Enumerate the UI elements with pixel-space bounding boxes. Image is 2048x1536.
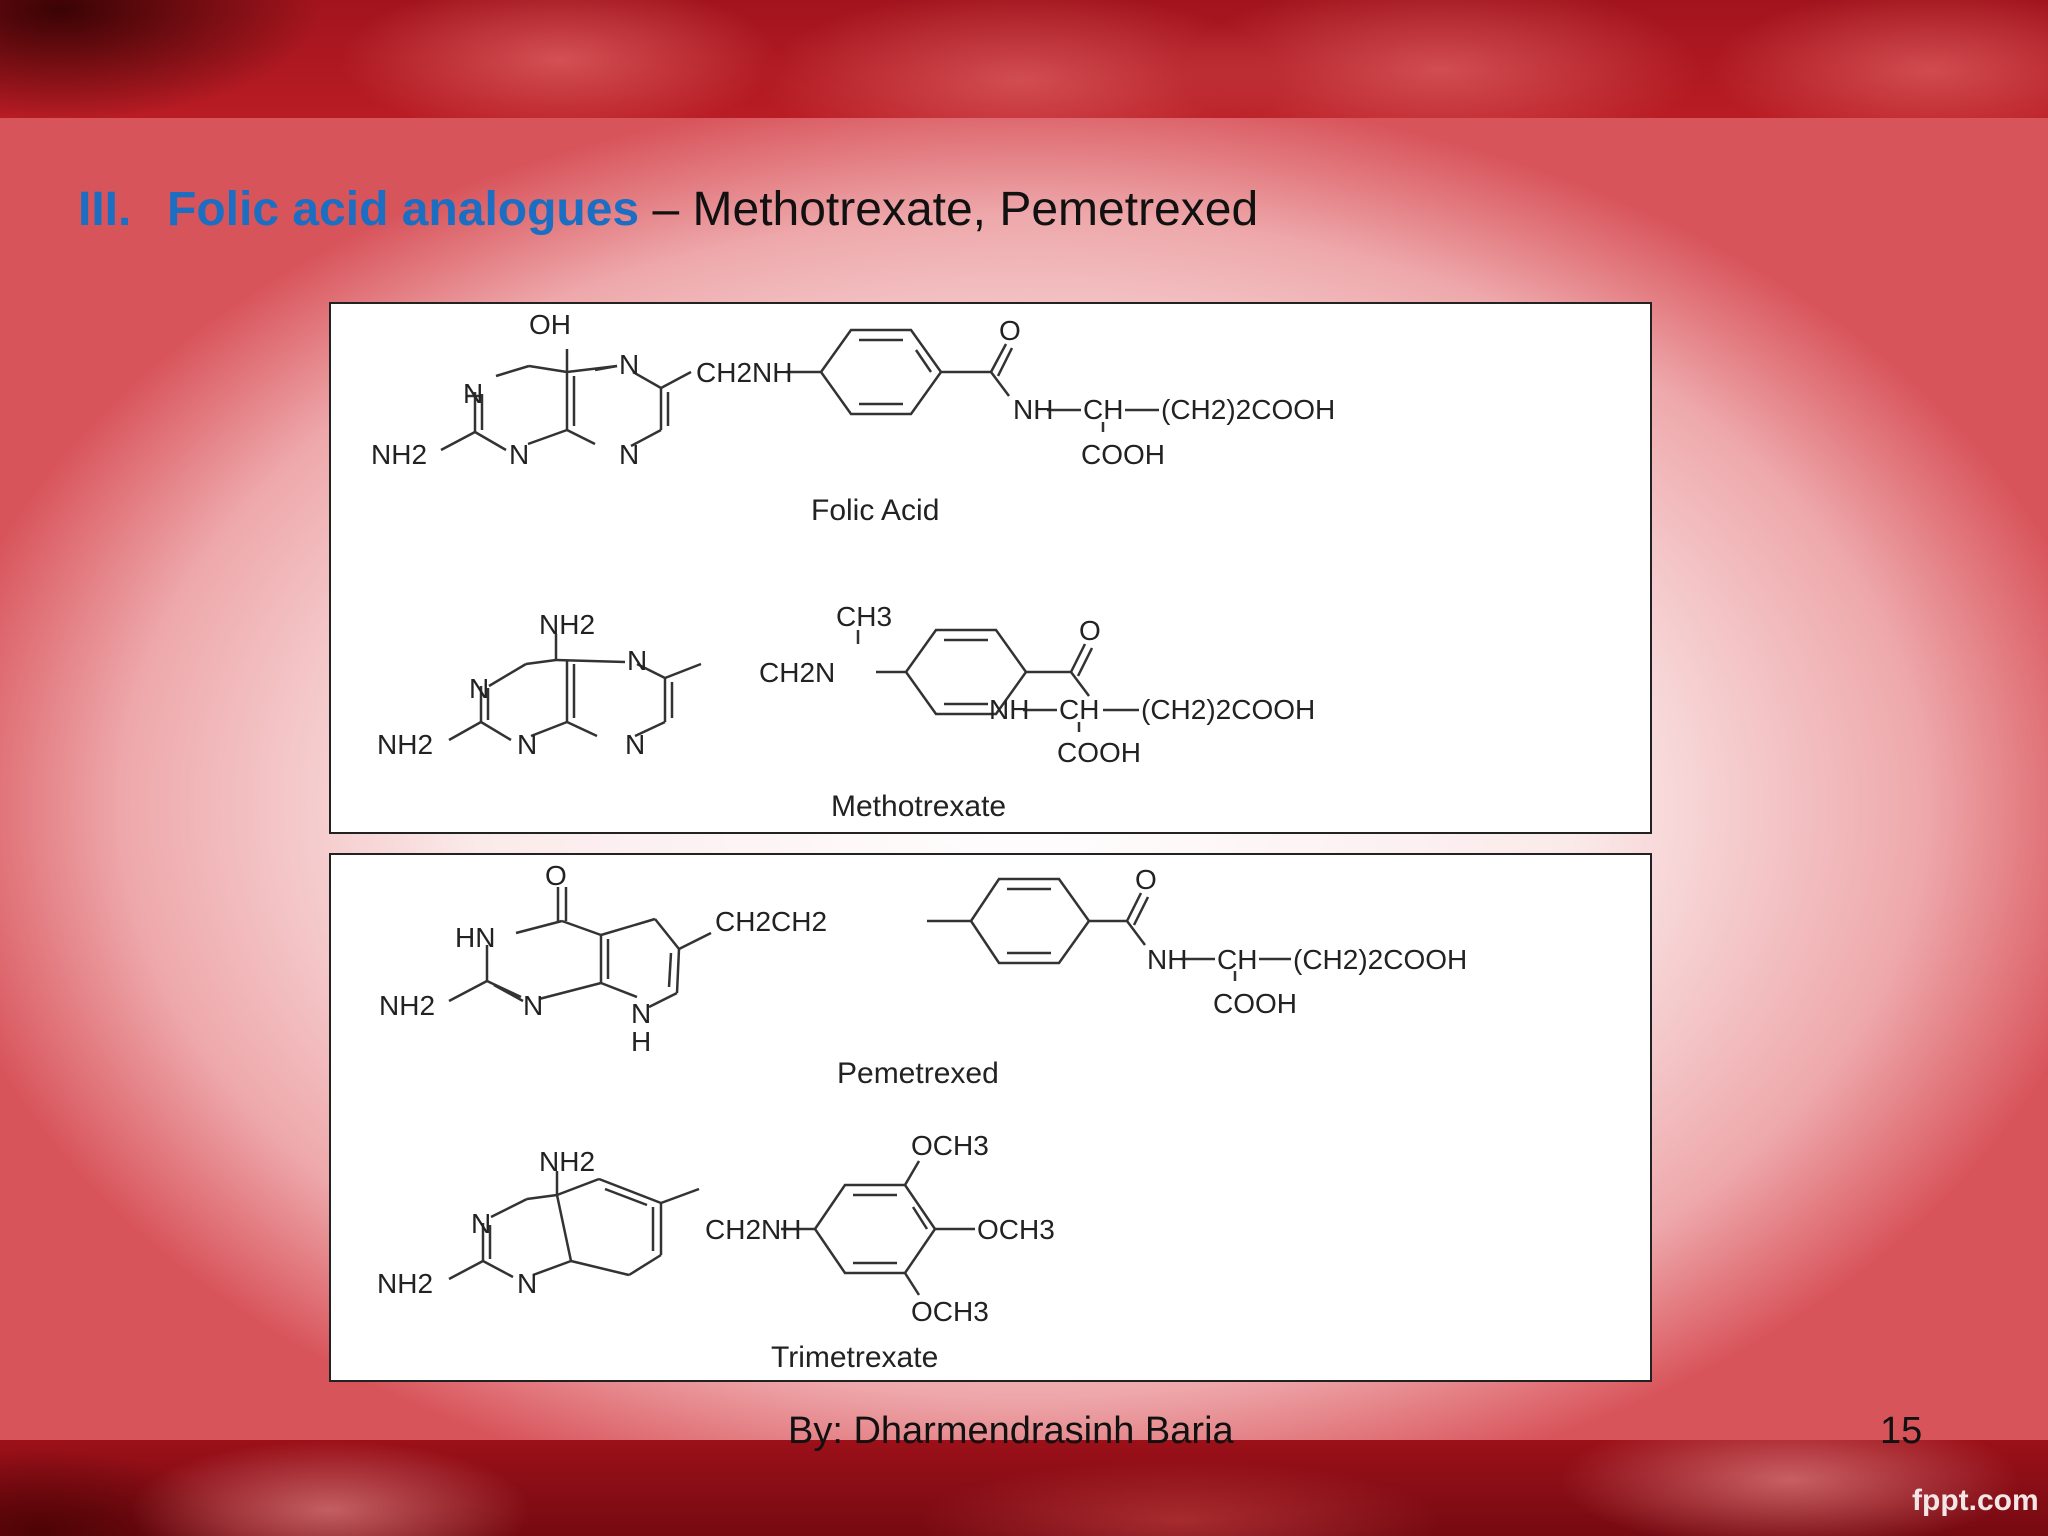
mtx-carbonyl-o: O: [1079, 615, 1101, 646]
structures-panel-bottom: O HN NH2 N N H CH2CH2 O NH CH (CH2)2COOH…: [329, 853, 1652, 1382]
tmx-ring-n2: N: [517, 1268, 537, 1299]
pemetrexed-structure: O HN NH2 N N H CH2CH2 O NH CH (CH2)2COOH…: [379, 860, 1467, 1090]
trimetrexate-structure: NH2 N NH2 N CH2NH OCH3 OCH3 OCH3 Trimetr…: [377, 1130, 1055, 1374]
heading-topic: Folic acid analogues: [167, 183, 640, 236]
footer-decoration: [0, 1440, 2048, 1536]
pem-side-chain: (CH2)2COOH: [1293, 944, 1467, 975]
mtx-amide-nh: NH: [989, 694, 1029, 725]
header-decoration: [0, 0, 2048, 118]
mtx-cooh-label: COOH: [1057, 737, 1141, 768]
mtx-linker-label: CH2N: [759, 657, 835, 688]
mtx-nh2-top: NH2: [539, 609, 595, 640]
tmx-methoxy-top: OCH3: [911, 1130, 989, 1161]
tmx-methoxy-bottom: OCH3: [911, 1296, 989, 1327]
pem-amide-nh: NH: [1147, 944, 1187, 975]
footer-author: By: Dharmendrasinh Baria: [788, 1410, 1234, 1452]
folic-acid-structure: OH N N NH2 N N CH2NH O NH CH (CH2)2COOH …: [371, 309, 1335, 527]
pem-pyrrole-n: N: [631, 998, 651, 1029]
pemetrexed-name: Pemetrexed: [837, 1057, 999, 1090]
pem-pyrrole-h: H: [631, 1026, 651, 1057]
mtx-ch-label: CH: [1059, 694, 1099, 725]
folic-linker-label: CH2NH: [696, 357, 792, 388]
folic-ring-n4: N: [619, 439, 639, 470]
slide-heading: III. Folic acid analogues – Methotrexate,…: [78, 182, 1258, 238]
mtx-ring-n2: N: [627, 645, 647, 676]
mtx-nh2-label: NH2: [377, 729, 433, 760]
methotrexate-name: Methotrexate: [831, 790, 1006, 823]
mtx-ring-n3: N: [517, 729, 537, 760]
heading-dash: –: [652, 183, 680, 236]
folic-nh2-label: NH2: [371, 439, 427, 470]
pem-carbonyl-o-ring: O: [545, 860, 567, 891]
pem-ring-n: N: [523, 990, 543, 1021]
tmx-ring-n1: N: [471, 1208, 491, 1239]
pem-ch-label: CH: [1217, 944, 1257, 975]
pem-cooh-label: COOH: [1213, 988, 1297, 1019]
folic-ring-n3: N: [509, 439, 529, 470]
folic-side-chain: (CH2)2COOH: [1161, 394, 1335, 425]
folic-carbonyl-o: O: [999, 315, 1021, 346]
mtx-side-chain: (CH2)2COOH: [1141, 694, 1315, 725]
pem-carbonyl-o: O: [1135, 864, 1157, 895]
folic-cooh-label: COOH: [1081, 439, 1165, 470]
tmx-nh2-top: NH2: [539, 1146, 595, 1177]
heading-number: III.: [78, 183, 132, 236]
mtx-ring-n1: N: [469, 673, 489, 704]
tmx-linker-label: CH2NH: [705, 1214, 801, 1245]
folic-acid-name: Folic Acid: [811, 494, 939, 527]
page-number: 15: [1880, 1410, 1923, 1452]
folic-oh-label: OH: [529, 309, 571, 340]
tmx-methoxy-middle: OCH3: [977, 1214, 1055, 1245]
mtx-ring-n4: N: [625, 729, 645, 760]
heading-examples: Methotrexate, Pemetrexed: [692, 183, 1259, 236]
structures-panel-top: OH N N NH2 N N CH2NH O NH CH (CH2)2COOH …: [329, 302, 1652, 834]
mtx-methyl-label: CH3: [836, 601, 892, 632]
folic-ring-n2: N: [619, 349, 639, 380]
brand-watermark: fppt.com: [1912, 1484, 2039, 1517]
folic-ch-label: CH: [1083, 394, 1123, 425]
trimetrexate-name: Trimetrexate: [771, 1341, 938, 1374]
tmx-nh2-label: NH2: [377, 1268, 433, 1299]
pem-linker-label: CH2CH2: [715, 906, 827, 937]
folic-ring-n1: N: [463, 378, 483, 409]
folic-amide-nh: NH: [1013, 394, 1053, 425]
pem-nh2-label: NH2: [379, 990, 435, 1021]
methotrexate-structure: NH2 N N NH2 N N CH3 CH2N O NH CH (CH2)2C…: [377, 601, 1315, 823]
pem-hn-label: HN: [455, 922, 495, 953]
